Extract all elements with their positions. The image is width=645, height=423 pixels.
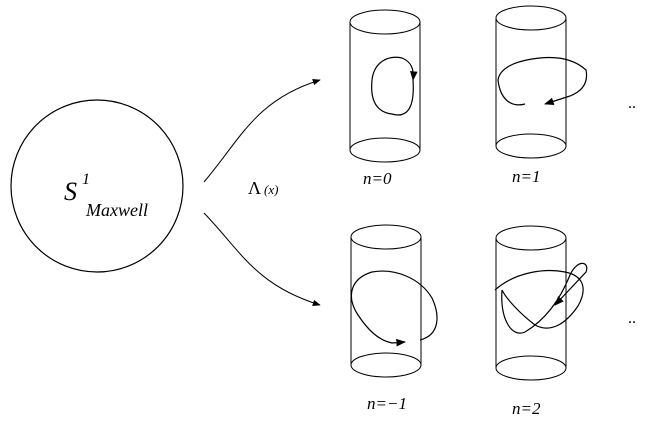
loop-n1: [497, 56, 588, 106]
map-argument: (x): [264, 182, 278, 197]
circle-subscript: Maxwell: [85, 200, 148, 220]
arrow-to-top: [203, 79, 321, 183]
label-n2: n=2: [512, 399, 541, 418]
ellipsis-bottom: ..: [628, 310, 636, 327]
cylinder-n0: [349, 9, 421, 163]
s1-circle: [10, 99, 184, 273]
loop-n2: [494, 262, 588, 334]
ellipsis-top: ..: [628, 95, 636, 112]
label-n1: n=1: [512, 167, 540, 186]
map-symbol: Λ: [248, 178, 261, 198]
cylinder-n-1: [350, 224, 438, 378]
cylinder-n1: [495, 5, 588, 159]
label-n-1: n=−1: [367, 394, 407, 413]
loop-n0: [371, 56, 418, 116]
label-n0: n=0: [363, 169, 392, 188]
circle-superscript: 1: [82, 171, 90, 188]
cylinder-n2: [494, 225, 588, 381]
arrow-to-bottom: [203, 212, 321, 306]
loop-n-1: [350, 270, 438, 347]
circle-symbol: S: [64, 177, 77, 206]
